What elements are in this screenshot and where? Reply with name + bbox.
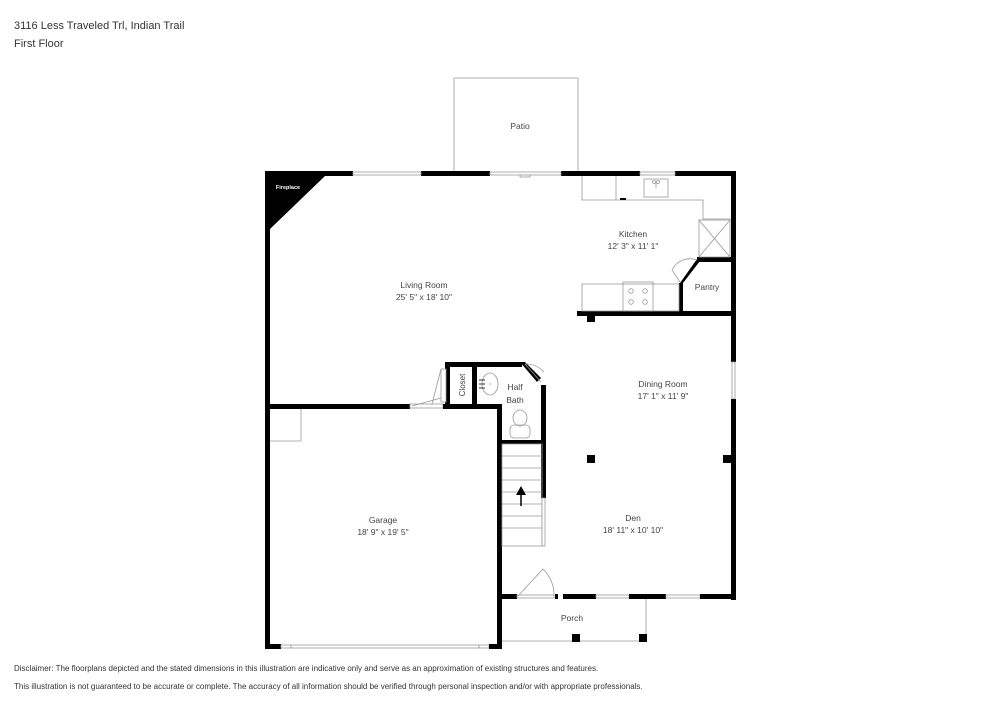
garage-label: Garage (369, 515, 398, 525)
garage-entry-door (409, 403, 444, 409)
dining-room-label: Dining Room (638, 379, 687, 389)
sink-icon (643, 178, 669, 198)
front-door (516, 594, 555, 599)
window (665, 594, 701, 599)
patio-label: Patio (510, 121, 530, 131)
floor-label: First Floor (14, 38, 64, 50)
kitchen-dimensions: 12' 3" x 11' 1" (608, 241, 659, 251)
up-arrow-icon (516, 486, 526, 506)
fireplace-label: Fireplace (276, 185, 300, 191)
window (595, 594, 630, 599)
closet-label: Closet (458, 373, 467, 396)
kitchen-label: Kitchen (619, 229, 648, 239)
half-bath-label: Half (507, 382, 523, 392)
sliding-door (489, 171, 562, 176)
kitchen-cabinets (581, 176, 731, 312)
door-swing (517, 568, 555, 597)
fireplace: Fireplace (270, 176, 325, 229)
refrigerator (698, 219, 731, 258)
window (639, 171, 676, 176)
den-label: Den (625, 513, 641, 523)
property-address: 3116 Less Traveled Trl, Indian Trail (14, 20, 185, 32)
garage-dimensions: 18' 9" x 19' 5" (357, 527, 408, 537)
window (731, 361, 736, 400)
disclaimer-line-2: This illustration is not guaranteed to b… (14, 682, 643, 691)
staircase (501, 443, 546, 547)
garage-door (290, 644, 480, 649)
disclaimer-line-1: Disclaimer: The floorplans depicted and … (14, 664, 599, 673)
living-room-label: Living Room (400, 280, 447, 290)
half-bath-label-2: Bath (506, 395, 524, 405)
den-dimensions: 18' 11" x 10' 10" (603, 525, 663, 535)
dining-room-dimensions: 17' 1" x 11' 9" (638, 391, 689, 401)
toilet-icon (509, 409, 531, 439)
sink-icon (479, 372, 499, 396)
living-room-dimensions: 25' 5" x 18' 10" (396, 292, 452, 302)
exterior-walls (265, 171, 736, 649)
porch-label: Porch (561, 613, 583, 623)
window (352, 171, 422, 176)
patio: Patio (453, 77, 579, 174)
porch: Porch (500, 597, 647, 642)
pantry-label: Pantry (695, 282, 720, 292)
stove-icon (622, 281, 654, 312)
interior-walls (265, 257, 736, 547)
